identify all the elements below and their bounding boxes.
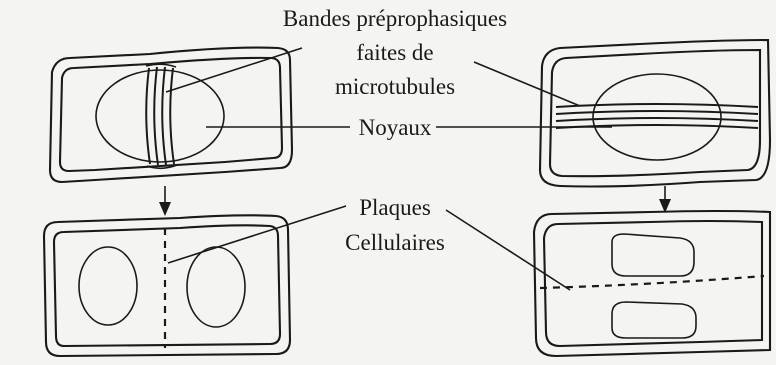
label-bands-line2: faites de (250, 38, 540, 67)
label-plates-line2: Cellulaires (320, 228, 470, 257)
nucleus-upper (612, 234, 694, 276)
nucleus-right (187, 247, 245, 327)
label-bands-line1: Bandes préprophasiques (250, 4, 540, 33)
label-bands-line3: microtubules (250, 72, 540, 101)
arrow-down-left (159, 186, 171, 216)
nucleus (593, 74, 721, 160)
cell-wall-inner (544, 221, 762, 346)
cell-top-left (50, 48, 292, 182)
label-plates-line1: Plaques (320, 193, 470, 222)
cell-top-right (540, 40, 770, 187)
cell-wall-inner (54, 225, 280, 346)
nucleus (96, 70, 224, 162)
preprophase-band (556, 104, 758, 128)
cell-wall-outer (534, 211, 770, 356)
preprophase-band (146, 64, 177, 168)
cell-bottom-right (534, 211, 770, 356)
label-nuclei: Noyaux (340, 113, 450, 142)
nucleus-left (79, 247, 137, 325)
cell-plate (540, 276, 764, 288)
arrow-down-right (659, 186, 671, 213)
nucleus-lower (612, 302, 696, 338)
